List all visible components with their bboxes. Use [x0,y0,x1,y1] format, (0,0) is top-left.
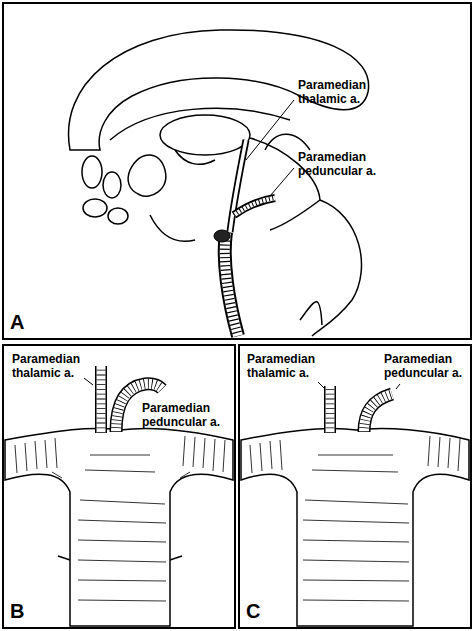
panel-frame [3,3,471,339]
artery-label: Paramedian thalamic a. [298,78,398,106]
vessel-junction [5,428,233,626]
artery-label: Paramedian peduncular a. [142,401,232,429]
artery-label: Paramedian thalamic a. [247,352,323,380]
panel-letter: C [246,600,276,622]
vessel-junction [241,428,469,626]
panel-letter: B [10,600,40,622]
artery-label: Paramedian thalamic a. [12,352,92,380]
panel-frame [239,345,471,628]
artery-label: Paramedian peduncular a. [298,150,398,178]
brain-outline [69,30,369,336]
panel-letter: A [10,311,40,333]
artery-label: Paramedian peduncular a. [384,352,468,380]
panel-frame [3,345,235,628]
